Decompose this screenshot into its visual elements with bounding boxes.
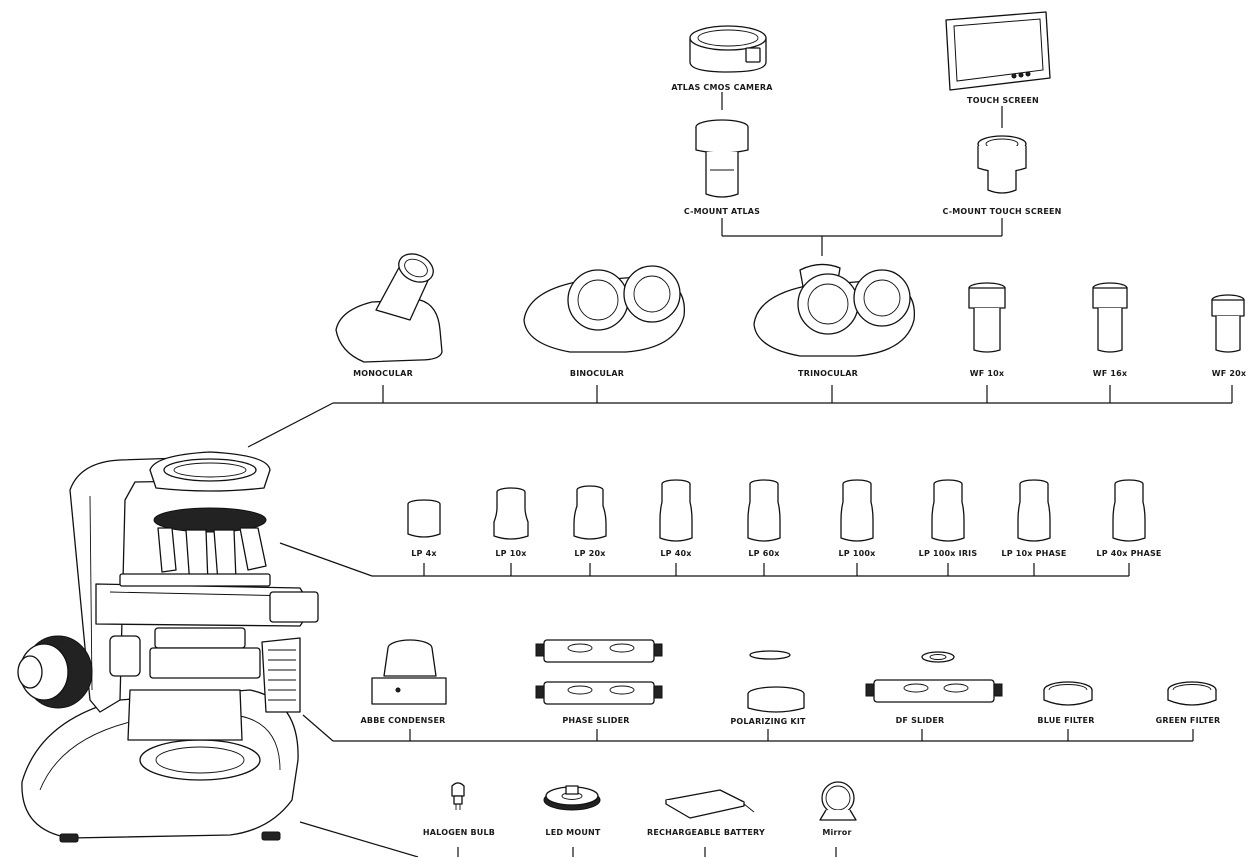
label-abbe-condenser: ABBE CONDENSER bbox=[361, 716, 446, 725]
condenser-icon bbox=[372, 640, 446, 704]
label-binocular: BINOCULAR bbox=[570, 369, 624, 378]
label-halogen-bulb: HALOGEN BULB bbox=[423, 828, 495, 837]
objective-lp-40x-phase-icon bbox=[1113, 480, 1145, 541]
label-lp-60x: LP 60x bbox=[748, 549, 780, 558]
label-lp-100x: LP 100x bbox=[838, 549, 876, 558]
label-lp-10x-phase: LP 10x PHASE bbox=[1001, 549, 1066, 558]
label-monocular: MONOCULAR bbox=[353, 369, 413, 378]
polarizing-kit-icon bbox=[748, 651, 804, 712]
objective-lp-100x-icon bbox=[841, 480, 873, 541]
df-slider-icon bbox=[866, 652, 1002, 702]
label-lp-100x-iris: LP 100x IRIS bbox=[919, 549, 978, 558]
trinocular-head-icon bbox=[754, 264, 914, 356]
label-blue-filter: BLUE FILTER bbox=[1037, 716, 1094, 725]
label-wf-10x: WF 10x bbox=[970, 369, 1005, 378]
label-trinocular: TRINOCULAR bbox=[798, 369, 858, 378]
bulb-icon bbox=[452, 783, 464, 810]
label-green-filter: GREEN FILTER bbox=[1156, 716, 1221, 725]
objective-lp-10x-icon bbox=[494, 488, 528, 539]
objective-lp-10x-phase-icon bbox=[1018, 480, 1050, 541]
objective-lp-4x-icon bbox=[408, 500, 440, 537]
mirror-icon bbox=[820, 782, 856, 820]
eyepiece-wf-20x-icon bbox=[1212, 295, 1244, 352]
label-c-mount-touch-screen: C-MOUNT TOUCH SCREEN bbox=[942, 207, 1061, 216]
label-lp-10x: LP 10x bbox=[495, 549, 527, 558]
label-lp-4x: LP 4x bbox=[411, 549, 437, 558]
objective-lp-100x-iris-icon bbox=[932, 480, 964, 541]
binocular-head-icon bbox=[524, 266, 684, 352]
gear-icon bbox=[544, 786, 600, 810]
eyepiece-wf-16x-icon bbox=[1093, 283, 1127, 352]
label-rechargeable-battery: RECHARGEABLE BATTERY bbox=[647, 828, 765, 837]
label-lp-40x: LP 40x bbox=[660, 549, 692, 558]
objective-lp-60x-icon bbox=[748, 480, 780, 541]
objective-lp-20x-icon bbox=[574, 486, 606, 539]
label-wf-16x: WF 16x bbox=[1093, 369, 1128, 378]
label-led-mount: LED MOUNT bbox=[545, 828, 601, 837]
label-touch-screen: TOUCH SCREEN bbox=[967, 96, 1039, 105]
label-atlas-cmos-camera: ATLAS CMOS CAMERA bbox=[671, 83, 773, 92]
eyepiece-wf-10x-icon bbox=[969, 283, 1005, 352]
objective-lp-40x-icon bbox=[660, 480, 692, 541]
microscope-icon bbox=[18, 452, 318, 842]
phase-slider-icon bbox=[536, 640, 662, 704]
camera-icon bbox=[690, 26, 766, 72]
monocular-head-icon bbox=[336, 249, 442, 362]
label-df-slider: DF SLIDER bbox=[896, 716, 945, 725]
green-filter-icon bbox=[1168, 682, 1216, 705]
label-lp-40x-phase: LP 40x PHASE bbox=[1096, 549, 1161, 558]
blue-filter-icon bbox=[1044, 682, 1092, 705]
label-c-mount-atlas: C-MOUNT ATLAS bbox=[684, 207, 760, 216]
label-phase-slider: PHASE SLIDER bbox=[562, 716, 629, 725]
label-mirror: Mirror bbox=[822, 828, 851, 837]
c-mount-adapter-icon bbox=[696, 120, 748, 197]
label-lp-20x: LP 20x bbox=[574, 549, 606, 558]
c-mount-touch-screen-icon bbox=[978, 136, 1026, 193]
label-wf-20x: WF 20x bbox=[1212, 369, 1247, 378]
monitor-icon bbox=[946, 12, 1050, 90]
label-polarizing-kit: POLARIZING KIT bbox=[730, 717, 806, 726]
battery-icon bbox=[666, 790, 754, 818]
